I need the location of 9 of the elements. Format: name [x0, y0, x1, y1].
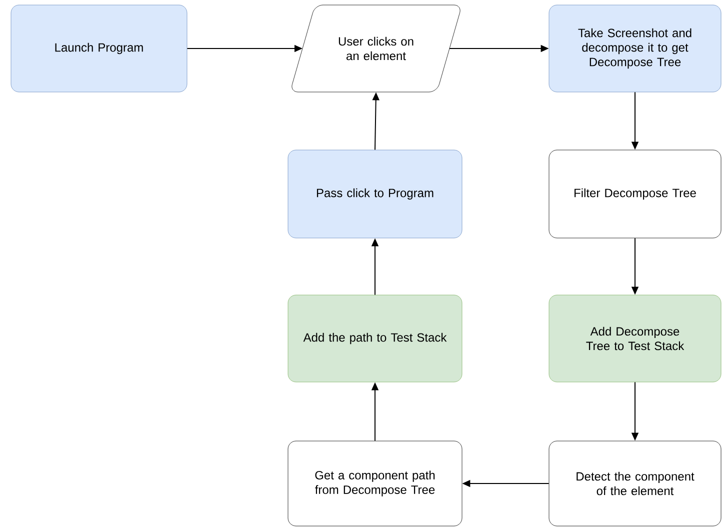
- process-box: Launch Program: [10, 4, 188, 92]
- input-parallelogram: User clicks on an element: [292, 4, 460, 92]
- process-box: Take Screenshot and decompose it to get Decompose Tree: [548, 4, 722, 92]
- process-box: Filter Decompose Tree: [548, 150, 722, 238]
- process-box: Pass click to Program: [288, 150, 462, 238]
- process-box: Detect the component of the element: [548, 440, 722, 526]
- process-box: Get a component path from Decompose Tree: [288, 440, 462, 526]
- process-box: Add Decompose Tree to Test Stack: [548, 294, 722, 382]
- process-box: Add the path to Test Stack: [288, 294, 462, 382]
